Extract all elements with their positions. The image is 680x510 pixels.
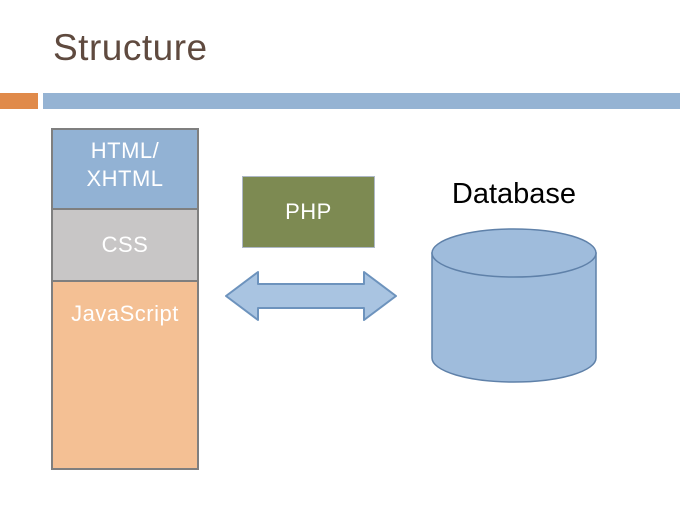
accent-bar-orange [0,93,38,109]
tech-stack: HTML/ XHTML CSS JavaScript [51,128,199,470]
stack-item-html-label-line2: XHTML [86,166,164,191]
stack-item-css: CSS [51,208,199,282]
accent-bar-blue [43,93,680,109]
database-cylinder-icon [431,228,597,383]
database-cylinder-top [431,228,597,278]
stack-item-javascript-label: JavaScript [71,301,179,326]
double-arrow-icon [225,271,397,321]
stack-item-javascript: JavaScript [51,280,199,470]
database-cylinder-body [431,252,597,383]
stack-item-html-xhtml: HTML/ XHTML [51,128,199,210]
php-box: PHP [242,176,375,248]
double-arrow-shape [225,271,397,321]
stack-item-css-label: CSS [101,232,149,257]
php-box-label: PHP [285,199,332,224]
stack-item-html-label-line1: HTML/ [90,138,160,163]
slide-title: Structure [53,27,208,68]
database-label: Database [451,178,577,210]
